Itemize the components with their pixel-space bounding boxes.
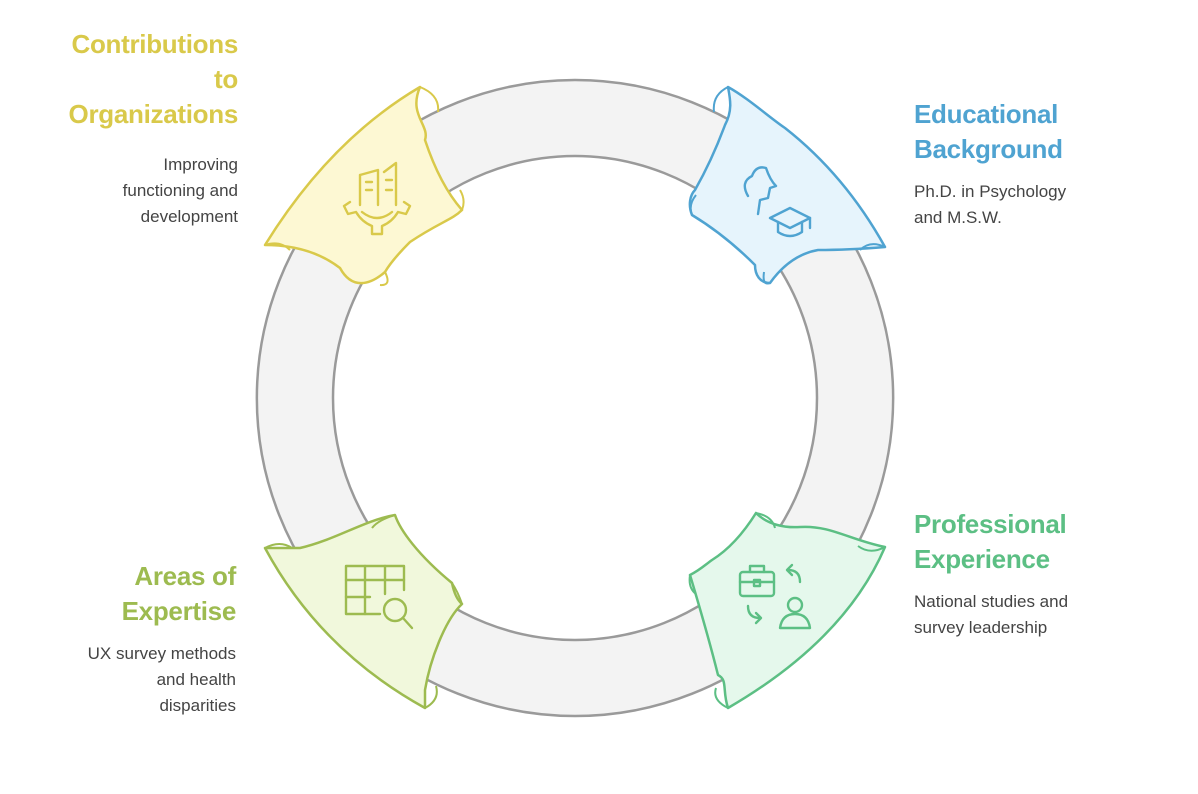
professional-title: Professional Experience [914,507,1174,577]
educational-text-block: Educational Background Ph.D. in Psycholo… [914,97,1174,231]
segment-contributions-shape [263,85,464,285]
segment-areas-fold [264,514,463,709]
contributions-title-line-3: Organizations [68,99,239,129]
segment-educational [688,85,887,285]
building-gear-icon [342,161,412,236]
educational-desc-line-2: and M.S.W. [914,208,1002,227]
segment-contributions [263,85,465,287]
segment-areas-shape [263,513,464,710]
contributions-desc-line-2: functioning and [122,181,238,200]
contributions-text-block: Contributions to Organizations Improving… [40,27,239,230]
segment-professional [688,511,887,710]
professional-title-line-2: Experience [914,544,1050,574]
segment-professional-fold [688,512,886,709]
professional-desc-line-2: survey leadership [914,618,1048,637]
contributions-title-line-1: Contributions [71,29,238,59]
segment-areas [263,513,464,710]
educational-title-line-2: Background [914,134,1063,164]
areas-desc-line-2: and health [156,670,236,689]
table-magnifier-icon [344,564,414,630]
areas-text-block: Areas of Expertise UX survey methods and… [40,559,237,719]
educational-title: Educational Background [914,97,1174,167]
professional-title-line-1: Professional [914,509,1067,539]
contributions-title: Contributions to Organizations [40,27,239,132]
contributions-desc-line-1: Improving [163,155,238,174]
areas-desc-line-3: disparities [159,696,236,715]
areas-description: UX survey methods and health disparities [40,641,236,719]
head-graduation-cap-icon [743,166,812,238]
educational-desc-line-1: Ph.D. in Psychology [914,182,1067,201]
professional-desc-line-1: National studies and [914,592,1069,611]
contributions-title-line-2: to [214,64,238,94]
contributions-desc-line-3: development [140,207,238,226]
briefcase-person-icon [738,563,812,630]
professional-description: National studies and survey leadership [914,589,1174,641]
segment-professional-shape [688,511,887,710]
areas-title: Areas of Expertise [40,559,237,629]
educational-title-line-1: Educational [914,99,1059,129]
areas-title-line-1: Areas of [134,561,236,591]
segment-contributions-fold [264,86,465,287]
professional-text-block: Professional Experience National studies… [914,507,1174,641]
areas-desc-line-1: UX survey methods [87,644,236,663]
contributions-description: Improving functioning and development [40,152,238,230]
segment-educational-fold [689,86,886,285]
educational-description: Ph.D. in Psychology and M.S.W. [914,179,1174,231]
areas-title-line-2: Expertise [121,596,237,626]
